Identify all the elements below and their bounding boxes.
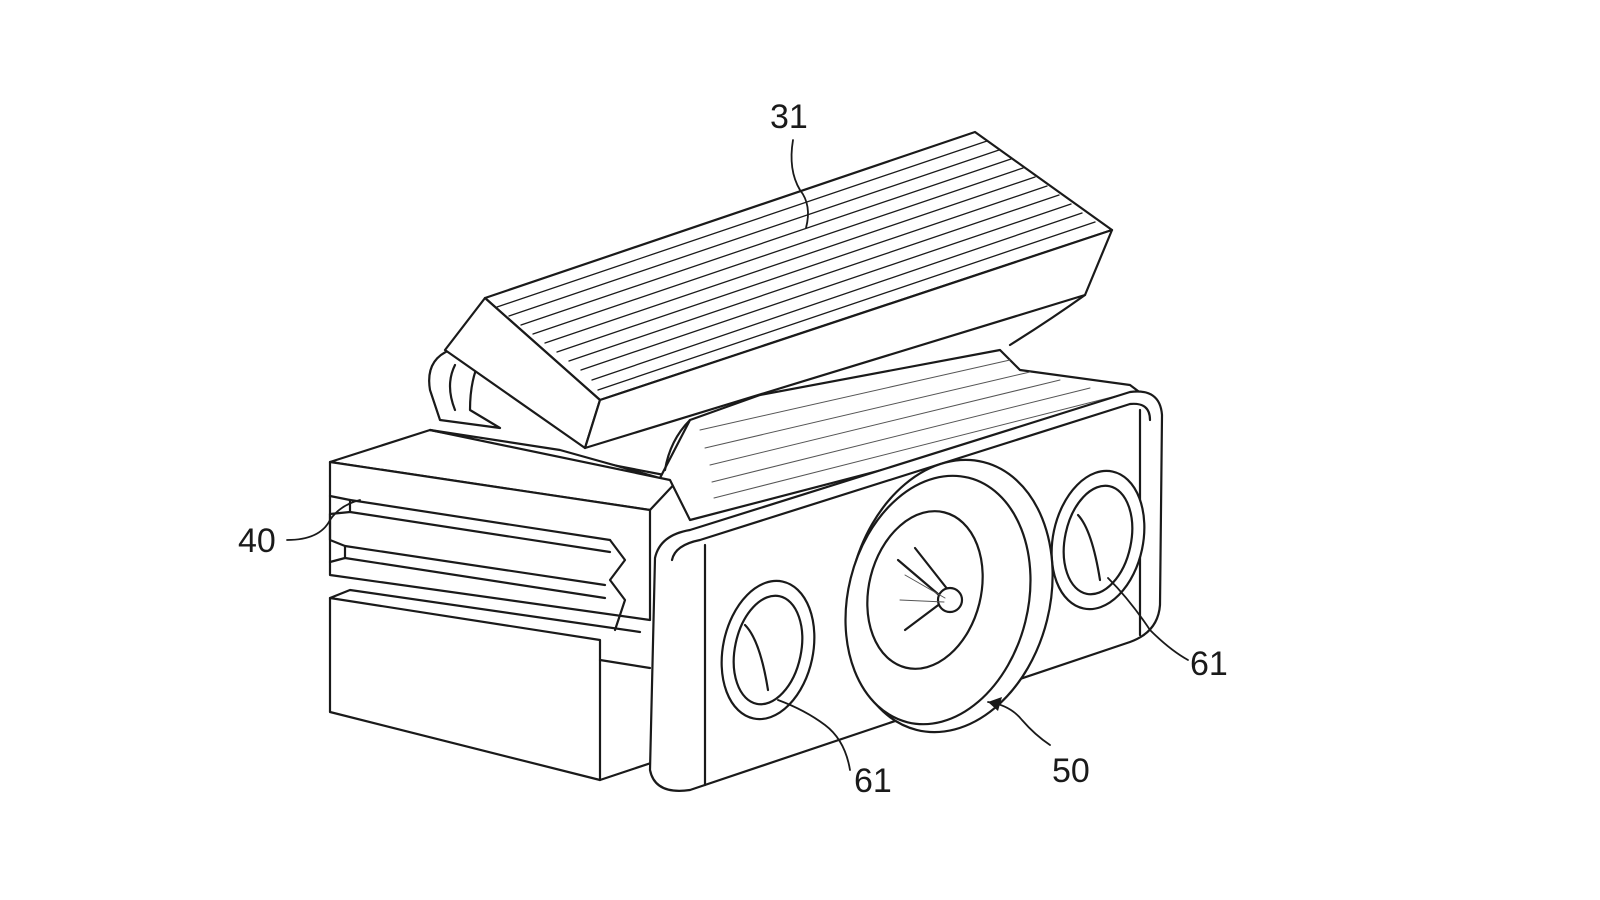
- ref-label-61-right: 61: [1190, 645, 1228, 683]
- ribbed-top-plate: [443, 130, 1114, 472]
- leader-61-left: [777, 699, 851, 771]
- arrowhead-50: [988, 697, 1002, 711]
- leader-40: [286, 499, 361, 541]
- leader-61-right: [1107, 577, 1189, 661]
- leader-31: [790, 139, 809, 229]
- left-screw-hole: [720, 579, 816, 721]
- reference-numerals: 31 40 50 61 61: [238, 98, 1228, 800]
- ref-label-40: 40: [238, 522, 276, 560]
- right-screw-hole: [1050, 469, 1146, 611]
- ref-label-61-left: 61: [854, 762, 892, 800]
- central-round-element: [844, 458, 1054, 734]
- ref-label-50: 50: [1052, 752, 1090, 790]
- saddle-trough: [428, 348, 1152, 522]
- leader-50: [987, 701, 1051, 746]
- ref-label-31: 31: [770, 98, 808, 136]
- grooved-base-block: [328, 428, 682, 782]
